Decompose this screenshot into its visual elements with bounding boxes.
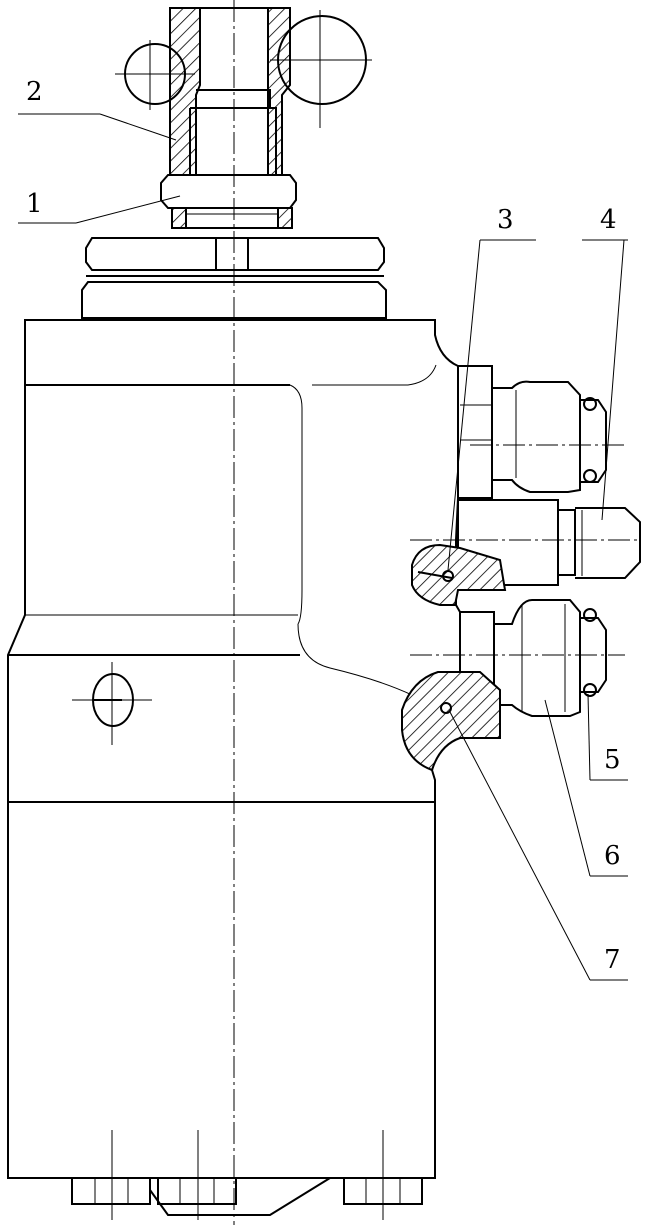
- leader-lines: [18, 113, 628, 981]
- middle-port-fitting: [410, 499, 641, 606]
- label-part-3: 3: [497, 205, 514, 235]
- label-part-5: 5: [604, 745, 621, 775]
- hex-collar: [160, 174, 297, 229]
- part-labels: 2 1 3 4 5 6 7: [26, 77, 621, 975]
- label-part-6: 6: [604, 841, 621, 871]
- label-part-7: 7: [604, 945, 621, 975]
- label-part-4: 4: [600, 205, 617, 235]
- top-fitting: [169, 7, 291, 176]
- projection-symbol: [115, 10, 372, 128]
- screw-head: [72, 662, 152, 745]
- upper-port-fitting: [457, 365, 625, 499]
- bottom-bolts: [71, 1130, 423, 1220]
- label-part-1: 1: [26, 189, 43, 219]
- label-part-2: 2: [26, 77, 43, 107]
- lower-port-fitting: [401, 599, 625, 772]
- flange: [81, 237, 387, 319]
